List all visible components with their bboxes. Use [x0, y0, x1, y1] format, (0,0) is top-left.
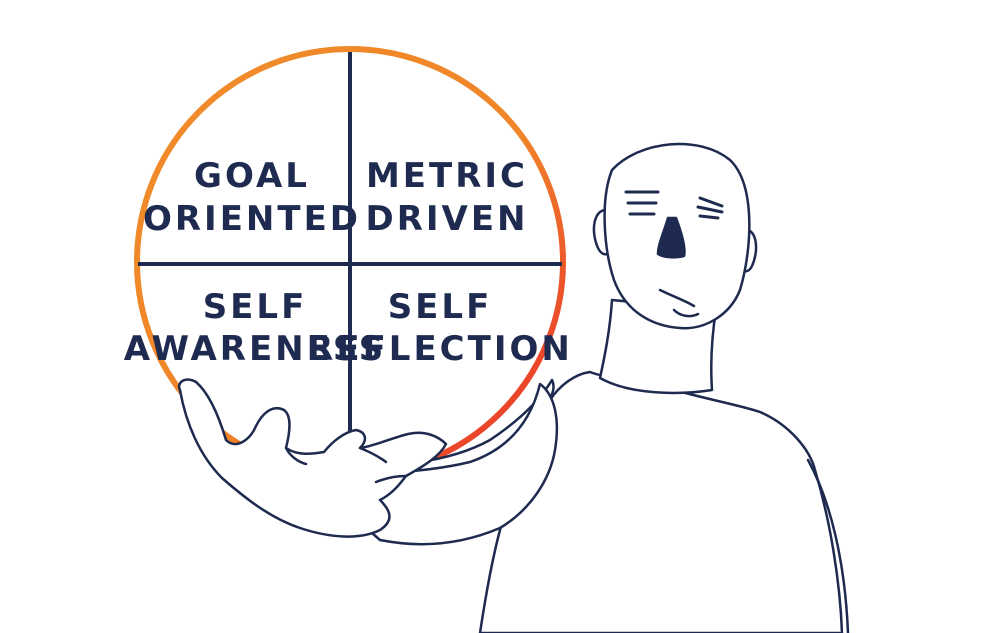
person-right-eye	[696, 196, 724, 220]
person-figure	[478, 142, 850, 633]
quadrant-bottom-left-line2: AWARENESS	[124, 329, 387, 369]
person-left-eye	[624, 190, 660, 216]
quadrant-bottom-left-line1: SELF	[203, 287, 308, 327]
quadrant-top-right-line1: METRIC	[366, 156, 528, 196]
quadrant-bottom-right-line2: REFLECTION	[307, 329, 573, 369]
person-nose	[656, 216, 686, 259]
person-chin-line	[672, 308, 700, 318]
person-mouth	[658, 288, 696, 308]
person-right-arm	[806, 458, 850, 633]
finger-crease-1	[284, 446, 308, 466]
holding-hand	[177, 378, 559, 546]
quadrant-bottom-right-line1: SELF	[388, 287, 493, 327]
quadrant-top-left-line1: GOAL	[194, 156, 310, 196]
finger-crease-3	[374, 474, 408, 484]
hand-palm	[177, 378, 448, 538]
quadrant-top-left-line2: ORIENTED	[143, 199, 361, 239]
finger-crease-2	[358, 446, 388, 464]
quadrant-circle: GOAL ORIENTED METRIC DRIVEN SELF AWARENE…	[124, 46, 573, 478]
quadrant-top-right-line2: DRIVEN	[365, 199, 528, 239]
